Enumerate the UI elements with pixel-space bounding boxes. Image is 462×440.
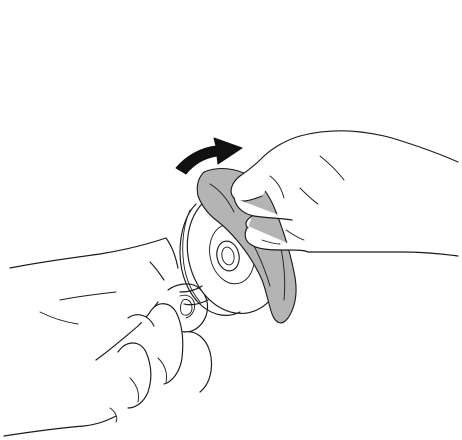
left-hand <box>4 238 212 436</box>
curved-arrow-icon <box>176 138 242 174</box>
